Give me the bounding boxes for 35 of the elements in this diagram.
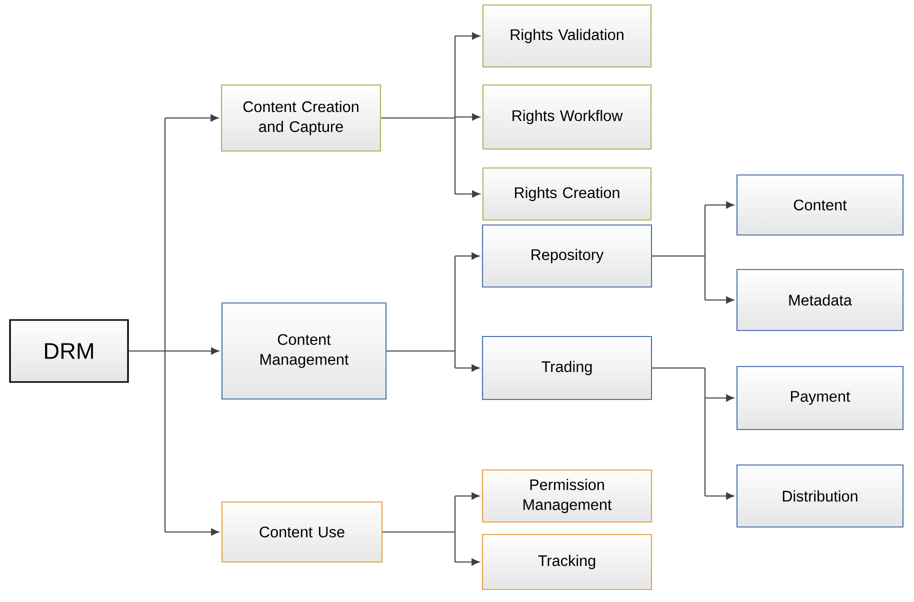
arrow — [455, 364, 480, 372]
process-box: Repository — [482, 224, 652, 288]
process-box: Content Creation and Capture — [220, 84, 382, 152]
arrow — [455, 492, 480, 500]
arrow — [165, 347, 219, 355]
arrow — [455, 113, 480, 121]
process-box: DRM — [9, 319, 129, 383]
arrow — [455, 558, 480, 566]
process-box: Distribution — [736, 464, 904, 528]
process-box: Payment — [736, 366, 904, 430]
connector-trunk — [128, 117, 166, 533]
process-box: Rights Workflow — [482, 84, 652, 150]
process-box: Metadata — [736, 268, 904, 332]
arrow — [455, 190, 480, 198]
arrow — [165, 528, 219, 536]
arrow — [705, 394, 734, 402]
process-box: Content Use — [221, 501, 383, 563]
process-box: Trading — [482, 336, 652, 400]
process-box: Rights Creation — [482, 167, 652, 221]
connector-trunk — [386, 255, 456, 369]
process-box: Rights Validation — [482, 4, 652, 68]
arrow — [455, 32, 480, 40]
connector-trunk — [382, 495, 456, 563]
arrow — [455, 252, 480, 260]
arrow — [165, 114, 218, 122]
arrow — [705, 201, 734, 209]
process-box: Content Management — [221, 302, 387, 400]
arrow — [705, 492, 734, 500]
arrow — [705, 296, 734, 304]
connector-trunk — [652, 204, 706, 301]
process-box: Content — [736, 174, 904, 236]
connector-trunk — [652, 367, 706, 497]
process-box: Permission Management — [482, 469, 652, 523]
connector-trunk — [380, 35, 456, 195]
process-box: Tracking — [482, 534, 652, 590]
